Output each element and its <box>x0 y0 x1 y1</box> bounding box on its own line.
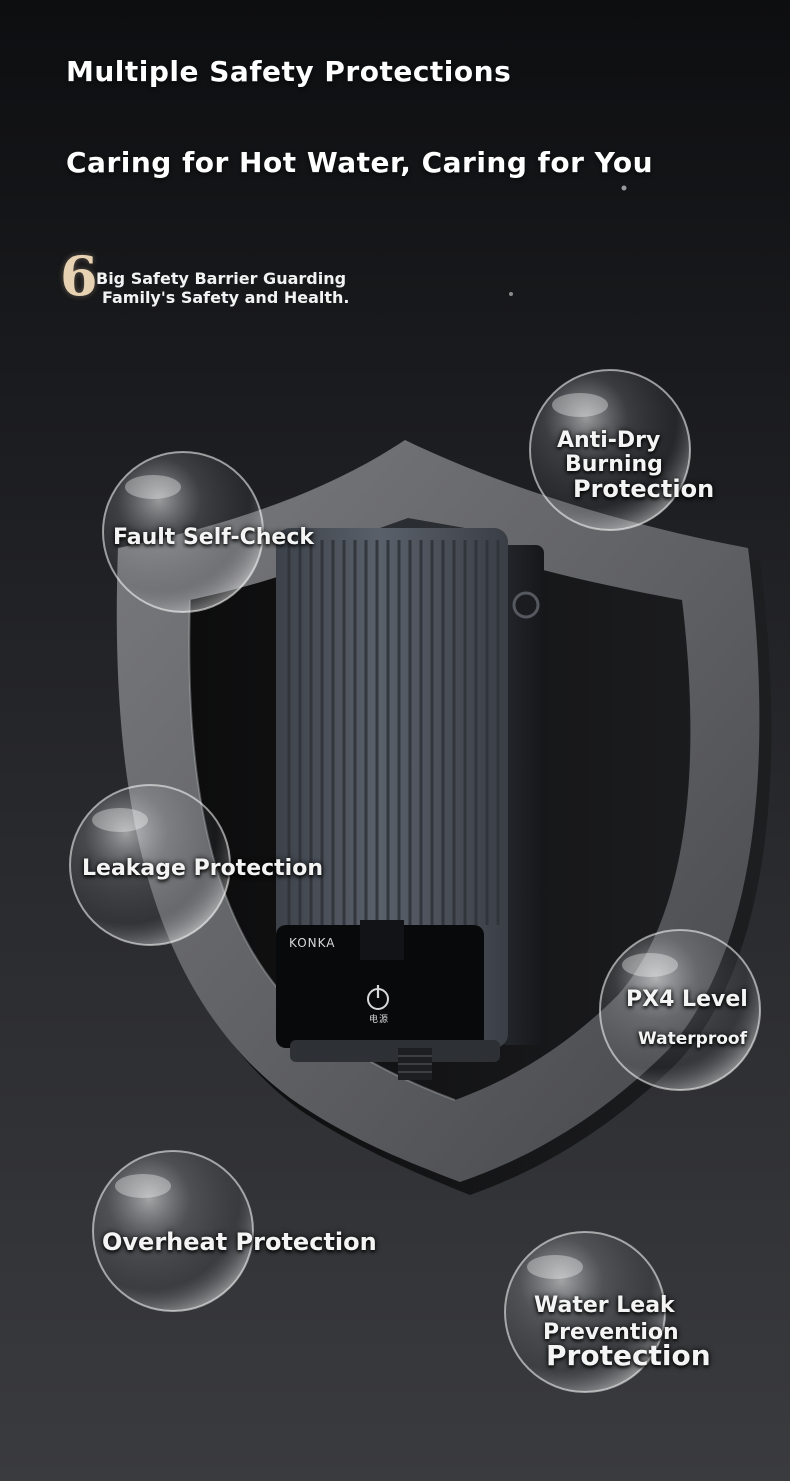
water-leak-label-3: Protection <box>546 1339 711 1372</box>
heater-display <box>360 920 404 960</box>
water-heater <box>276 518 544 1080</box>
waterproof-label-2: Waterproof <box>638 1029 747 1049</box>
water-leak-label-1: Water Leak <box>534 1293 675 1318</box>
water-leak-label-2: Prevention <box>543 1320 679 1345</box>
waterproof-label-1: PX4 Level <box>626 987 748 1012</box>
bubble-fault-check <box>102 451 264 613</box>
heater-bottom <box>290 1040 500 1062</box>
overheat-label: Overheat Protection <box>102 1228 377 1256</box>
anti-dry-label-2: Burning <box>565 452 663 477</box>
fault-check-label: Fault Self-Check <box>113 525 314 550</box>
bubble-overheat <box>92 1150 254 1312</box>
bubble-anti-dry <box>529 369 691 531</box>
dust-particle <box>509 292 513 296</box>
badge-number: 6 <box>60 244 98 308</box>
brand-logo: KONKA <box>289 936 336 950</box>
heater-control-panel <box>276 925 484 1048</box>
anti-dry-label-3: Protection <box>573 475 715 503</box>
heater-ribs <box>287 540 500 925</box>
dust-particle <box>621 185 627 191</box>
badge-line-1: Big Safety Barrier Guarding <box>96 269 347 288</box>
heater-side-knob <box>512 591 540 619</box>
bubble-waterproof <box>599 929 761 1091</box>
bubble-leakage <box>69 784 231 946</box>
leakage-label: Leakage Protection <box>82 856 323 881</box>
bubble-water-leak <box>504 1231 666 1393</box>
anti-dry-label-1: Anti-Dry <box>557 428 661 453</box>
heater-side <box>500 545 544 1045</box>
power-label: 电源 <box>369 1015 390 1025</box>
badge-line-2: Family's Safety and Health. <box>102 288 350 307</box>
page-subtitle: Caring for Hot Water, Caring for You <box>66 146 654 179</box>
page-title: Multiple Safety Protections <box>66 55 512 88</box>
